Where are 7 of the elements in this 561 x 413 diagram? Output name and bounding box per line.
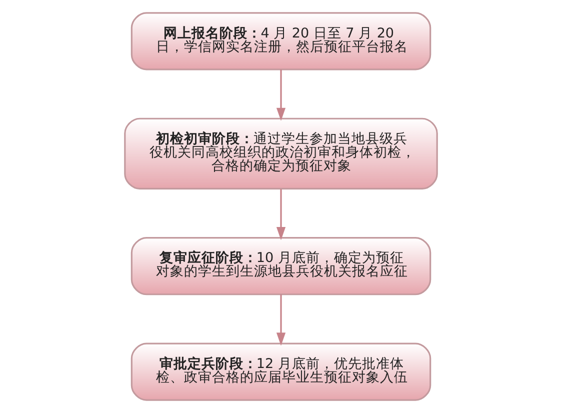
node-box: 审批定兵阶段：12 月底前，优先批准体检、政审合格的应届毕业生预征对象入伍 (130, 342, 431, 401)
node-box: 复审应征阶段：10 月底前，确定为预征对象的学生到生源地县兵役机关报名应征 (130, 237, 431, 296)
arrow (276, 294, 286, 346)
node-box: 初检初审阶段：通过学生参加当地县级兵役机关同高校组织的政治初审和身体初检，合格的确定为预征对象 (124, 118, 438, 190)
arrow (276, 189, 286, 240)
arrow (276, 70, 286, 121)
node-box: 网上报名阶段：4 月 20 日至 7 月 20 日，学信网实名注册，然后预征平台报名 (130, 12, 431, 70)
